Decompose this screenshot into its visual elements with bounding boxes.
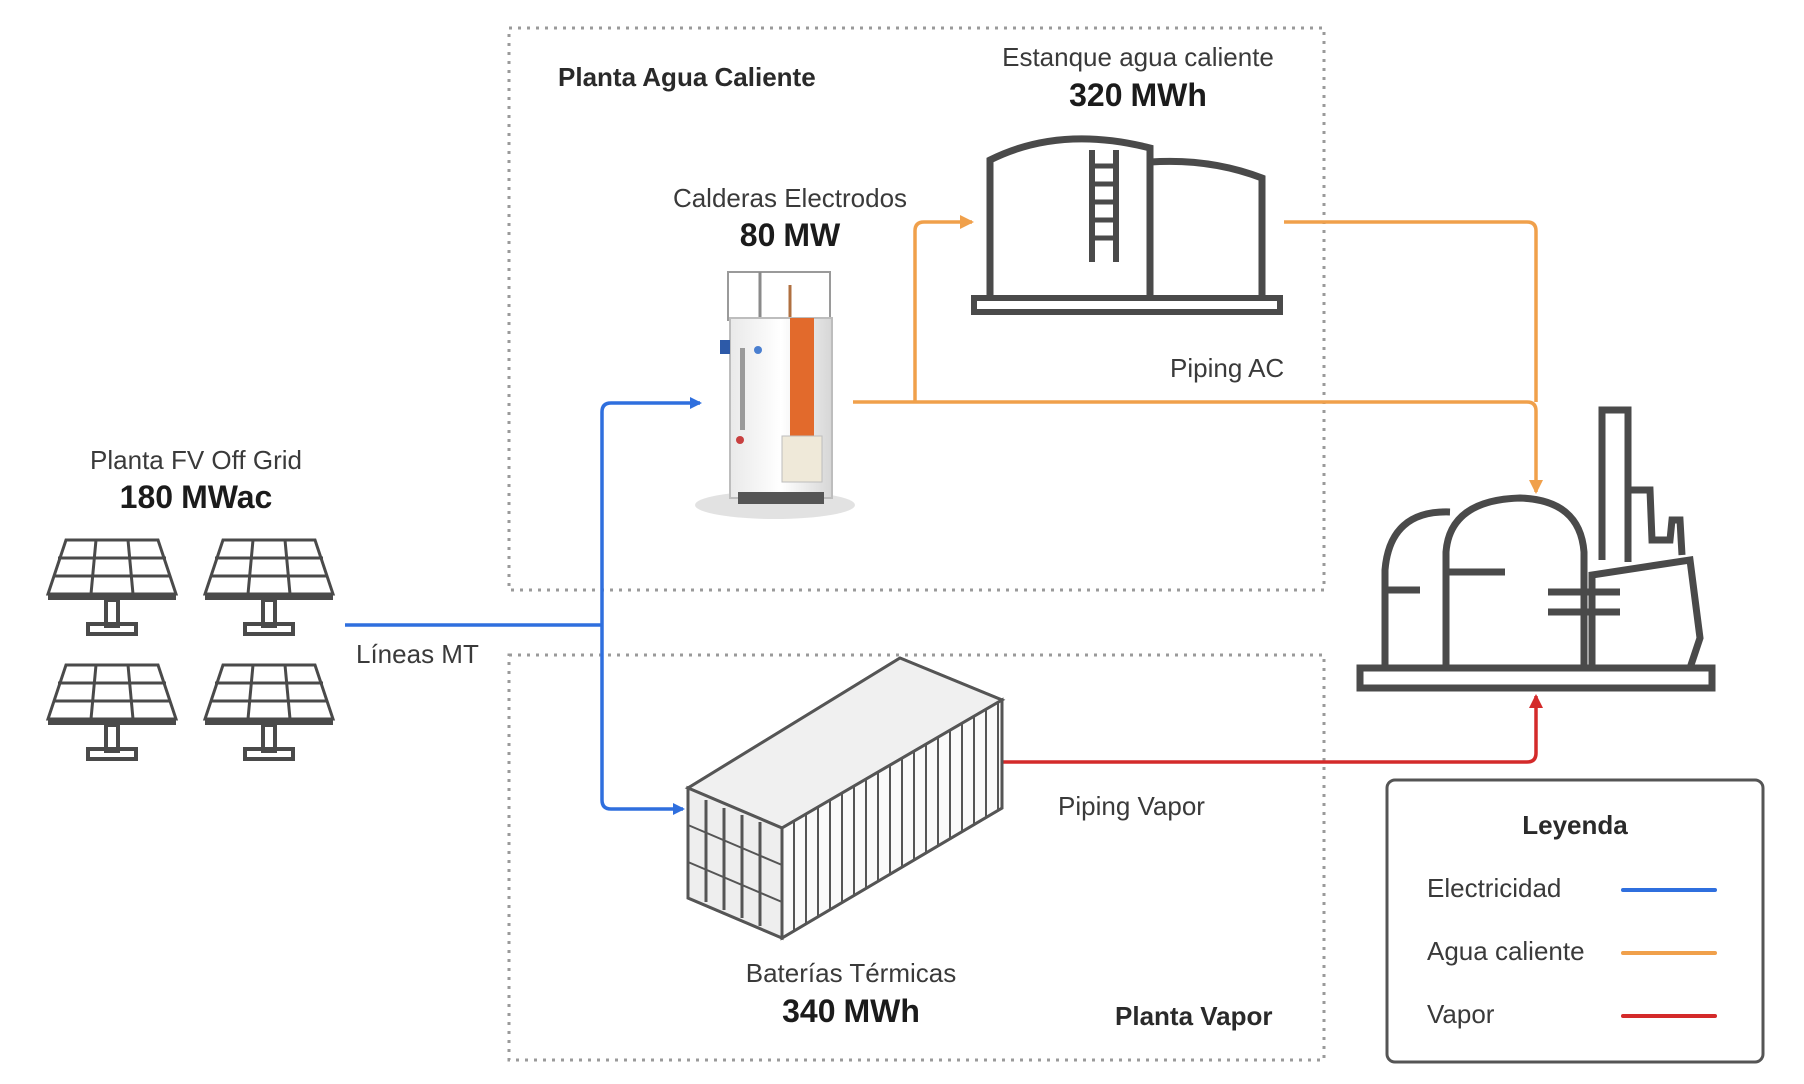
pv-plant-title: Planta FV Off Grid [90,445,302,475]
zone-steam-plant [507,653,1326,1062]
industrial-plant-icon [1356,406,1716,692]
boiler-value: 80 [740,217,776,253]
solar-panel-icon [45,538,179,636]
solar-panel-array [45,538,336,761]
boiler-unit: MW [783,217,841,253]
boiler-title: Calderas Electrodos [673,183,907,213]
electricity-lines [345,397,702,815]
zone-hot-water-title: Planta Agua Caliente [558,62,816,92]
legend-box [1385,778,1765,1064]
storage-tank-icon [971,135,1283,315]
pv-plant-unit: MWac [181,479,272,515]
zone-steam-title: Planta Vapor [1115,1001,1273,1031]
electrode-boiler [695,271,855,519]
pv-plant-value: 180 [120,479,173,515]
piping-ac-label: Piping AC [1170,353,1284,383]
piping-vapor-label: Piping Vapor [1058,791,1205,821]
solar-panel-icon [202,663,336,761]
legend-item-label: Electricidad [1427,873,1561,903]
legend-item-label: Agua caliente [1427,936,1585,966]
legend: Leyenda Electricidad Agua caliente Vapor [1385,778,1765,1064]
tank-unit: MWh [1130,77,1206,113]
thermal-battery-value: 340 [782,993,835,1029]
zone-hot-water-plant [507,26,1326,592]
hot-water-lines [853,215,1543,494]
legend-item-label: Vapor [1427,999,1495,1029]
steam-lines [1002,694,1543,764]
thermal-battery-container [684,656,1006,941]
legend-title: Leyenda [1522,810,1628,840]
tank-value: 320 [1069,77,1122,113]
solar-panel-icon [202,538,336,636]
thermal-battery-title: Baterías Térmicas [746,958,956,988]
tank-title: Estanque agua caliente [1002,42,1274,72]
thermal-battery-unit: MWh [843,993,919,1029]
mt-lines-label: Líneas MT [356,639,479,669]
solar-panel-icon [45,663,179,761]
